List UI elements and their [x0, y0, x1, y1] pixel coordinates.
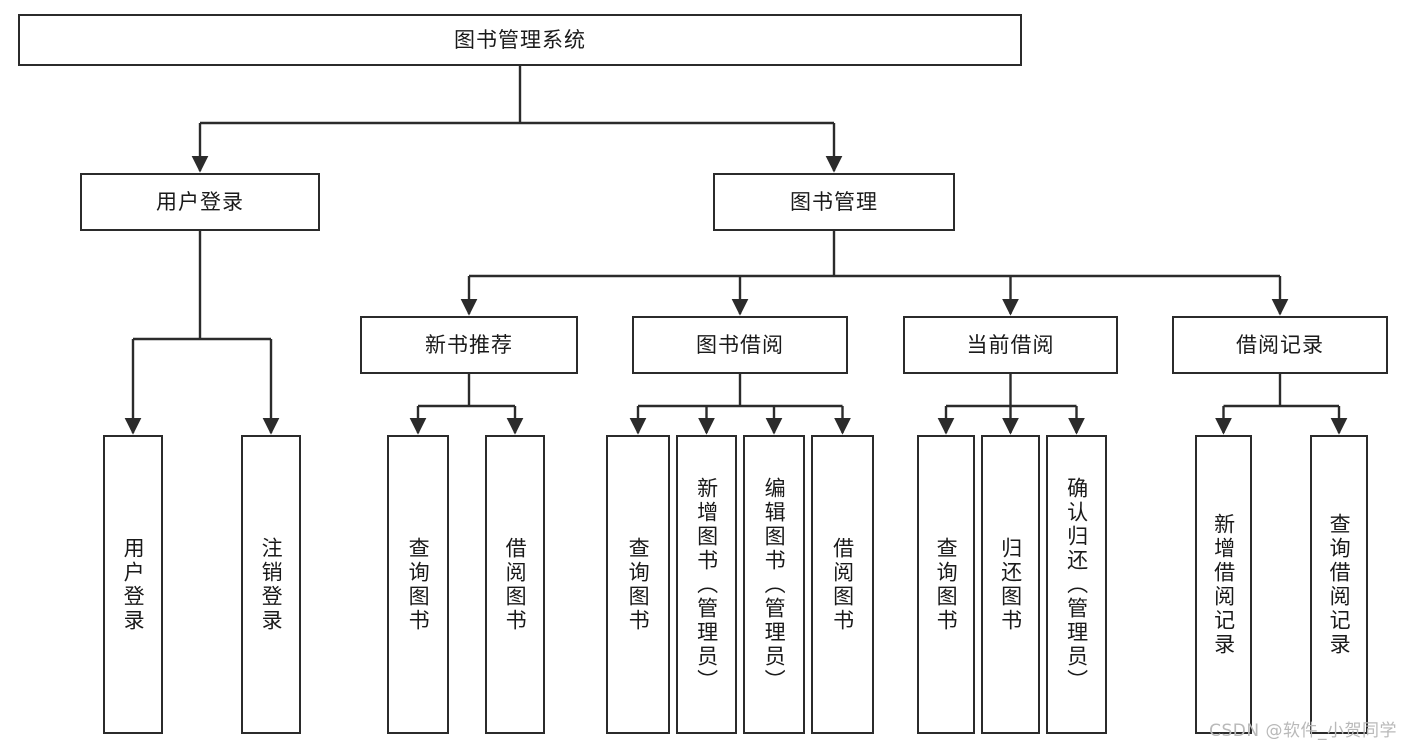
- node-leaf-add-book-admin[interactable]: 新增图书（管理员）: [676, 435, 737, 734]
- node-label: 新增图书（管理员）: [694, 476, 719, 693]
- node-current-borrowing[interactable]: 当前借阅: [903, 316, 1118, 374]
- node-label: 图书借阅: [696, 332, 784, 357]
- node-user-login[interactable]: 用户登录: [80, 173, 320, 231]
- node-label: 注销登录: [259, 536, 284, 633]
- node-label: 查询借阅记录: [1327, 512, 1352, 657]
- node-leaf-confirm-return-admin[interactable]: 确认归还（管理员）: [1046, 435, 1107, 734]
- node-leaf-logout[interactable]: 注销登录: [241, 435, 301, 734]
- node-label: 图书管理系统: [454, 27, 586, 52]
- node-book-borrowing[interactable]: 图书借阅: [632, 316, 848, 374]
- node-label: 查询图书: [626, 536, 651, 633]
- node-leaf-query-books-borrow[interactable]: 查询图书: [606, 435, 670, 734]
- node-leaf-add-borrow-record[interactable]: 新增借阅记录: [1195, 435, 1252, 734]
- node-label: 编辑图书（管理员）: [762, 476, 787, 693]
- node-label: 新书推荐: [425, 332, 513, 357]
- node-leaf-user-login[interactable]: 用户登录: [103, 435, 163, 734]
- node-borrowing-record[interactable]: 借阅记录: [1172, 316, 1388, 374]
- node-leaf-borrow-books-recommend[interactable]: 借阅图书: [485, 435, 545, 734]
- node-root[interactable]: 图书管理系统: [18, 14, 1022, 66]
- node-book-management[interactable]: 图书管理: [713, 173, 955, 231]
- node-leaf-borrow-books-borrow[interactable]: 借阅图书: [811, 435, 874, 734]
- node-label: 借阅记录: [1236, 332, 1324, 357]
- node-label: 图书管理: [790, 189, 878, 214]
- node-new-book-recommendation[interactable]: 新书推荐: [360, 316, 578, 374]
- node-label: 用户登录: [121, 536, 146, 633]
- node-label: 当前借阅: [966, 332, 1055, 357]
- node-label: 借阅图书: [503, 536, 528, 633]
- node-label: 用户登录: [156, 189, 244, 214]
- node-leaf-query-books-recommend[interactable]: 查询图书: [387, 435, 449, 734]
- node-leaf-query-books-current[interactable]: 查询图书: [917, 435, 975, 734]
- node-leaf-return-book[interactable]: 归还图书: [981, 435, 1040, 734]
- node-label: 确认归还（管理员）: [1064, 476, 1089, 693]
- node-label: 借阅图书: [830, 536, 855, 633]
- node-label: 新增借阅记录: [1211, 512, 1236, 657]
- node-leaf-edit-book-admin[interactable]: 编辑图书（管理员）: [743, 435, 805, 734]
- node-label: 查询图书: [934, 536, 959, 633]
- node-leaf-query-borrow-record[interactable]: 查询借阅记录: [1310, 435, 1368, 734]
- node-label: 查询图书: [406, 536, 431, 633]
- node-label: 归还图书: [998, 536, 1023, 633]
